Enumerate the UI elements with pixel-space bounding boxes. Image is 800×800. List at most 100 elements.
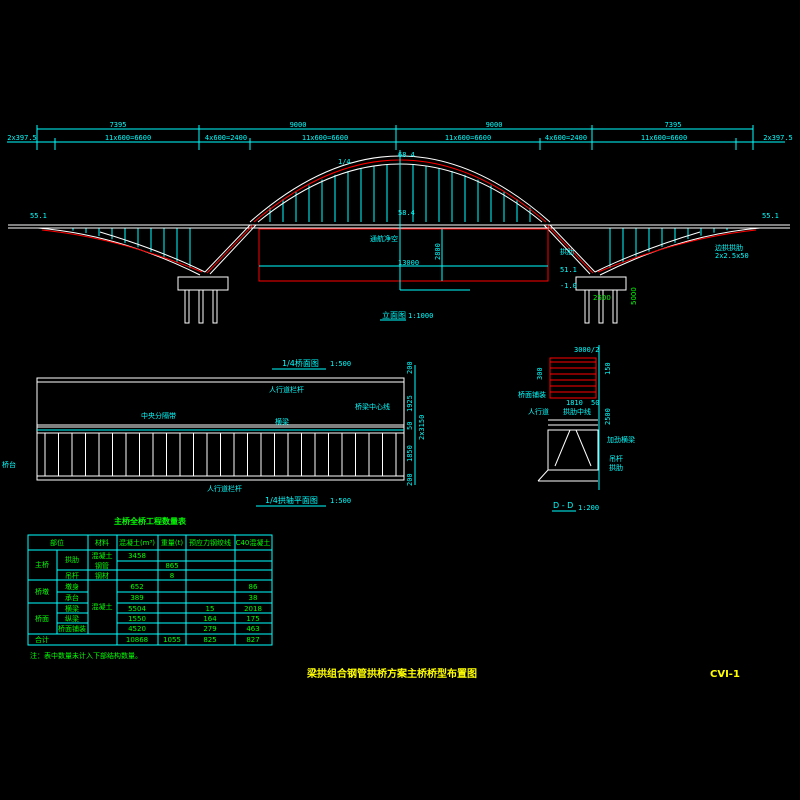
value-cell: 5504	[128, 605, 146, 613]
plan-bottom-title: 1/4拱轴平面图	[265, 495, 318, 505]
quantity-table: 主桥全桥工程数量表 部位 材料 混凝土(m³) 重量(t) 预应力钢绞线	[27, 516, 273, 660]
section-scale: 1:200	[578, 504, 599, 512]
sub-dim: 4x600=2400	[205, 134, 247, 142]
part-cell: 纵梁	[65, 614, 79, 623]
clear-width: 13000	[398, 259, 419, 267]
sub-dim: 2x397.5	[763, 134, 793, 142]
plan-dim: 1925	[406, 395, 414, 412]
section-label: 拱肋中线	[563, 407, 591, 416]
group-cell: 主桥	[35, 560, 49, 569]
elev-label: 58.4	[398, 209, 415, 217]
part-cell: 墩身	[65, 582, 79, 591]
sub-dim: 11x600=6600	[302, 134, 348, 142]
value-cell: 10868	[126, 636, 148, 644]
header-cell: 预应力钢绞线	[189, 538, 231, 547]
note: 通航净空	[370, 234, 398, 243]
plan-dim: 200	[406, 473, 414, 486]
plan-label: 人行道栏杆	[207, 484, 242, 493]
drawing-number: CVI-1	[710, 669, 740, 680]
part-cell: 吊杆	[65, 571, 79, 580]
value-cell: 463	[246, 625, 259, 633]
section-label: 3000/2	[574, 346, 599, 354]
elevation-scale: 1:1000	[408, 312, 433, 320]
elev-label: 55.1	[762, 212, 779, 220]
value-cell: 3458	[128, 552, 146, 560]
value-cell: 164	[203, 615, 217, 623]
clear-height: 2800	[434, 243, 442, 260]
section-label: 2500	[604, 408, 612, 425]
material-cell: 混凝土	[92, 551, 113, 560]
value-cell: 4520	[128, 625, 146, 633]
plan-label: 中央分隔带	[141, 411, 176, 420]
drawing-title: 梁拱组合钢管拱桥方案主桥桥型布置图	[306, 667, 477, 680]
span-dim: 7395	[110, 121, 127, 129]
elev-label: 51.1	[560, 266, 577, 274]
part-cell: 横梁	[65, 604, 79, 613]
section-label: 拱肋	[609, 463, 623, 472]
value-cell: 279	[203, 625, 216, 633]
value-cell: 86	[249, 583, 258, 591]
material-cell: 钢管	[95, 561, 109, 570]
plan-label: 横梁	[275, 417, 289, 426]
plan-dim: 200	[406, 361, 414, 374]
value-cell: 865	[165, 562, 178, 570]
value-cell: 1055	[163, 636, 181, 644]
value-cell: 38	[249, 594, 258, 602]
plan-scale: 1:500	[330, 497, 351, 505]
note: 2x2.5x50	[715, 252, 749, 260]
elev-label: 55.1	[30, 212, 47, 220]
table-header-row: 部位 材料 混凝土(m³) 重量(t) 预应力钢绞线 C40混凝土	[50, 538, 270, 547]
section-d-d: 3000/2 150 桥面铺装 人行道 1810 50 拱肋中线 加劲横梁 吊杆…	[518, 345, 635, 512]
span-dim: 9000	[290, 121, 307, 129]
plan-label: 桥梁中心线	[355, 402, 390, 411]
header-cell: 材料	[95, 538, 109, 547]
navigation-clearance-box	[258, 228, 549, 282]
part-cell: 承台	[65, 593, 79, 602]
header-cell: 混凝土(m³)	[119, 538, 155, 547]
material-cell: 钢材	[95, 571, 109, 580]
group-cell: 桥面	[35, 614, 49, 623]
pile-length-dim: 5000	[630, 287, 638, 305]
sub-dim: 11x600=6600	[105, 134, 151, 142]
sub-dim: 4x600=2400	[545, 134, 587, 142]
plan-dim: 50	[406, 422, 414, 430]
sub-dim: 11x600=6600	[445, 134, 491, 142]
group-cell: 桥墩	[35, 587, 49, 596]
half-plan: 1/4桥面图 1:500 1/4拱轴平面图 1:500 人行道栏杆 人行道栏杆 …	[2, 358, 426, 507]
plan-label: 人行道栏杆	[269, 385, 304, 394]
value-cell: 652	[130, 583, 143, 591]
bridge-elevation: 13000 2800 55.1 55.1 68.4 58.4 51.1 -1.0…	[8, 150, 790, 324]
elev-label: -1.0	[560, 282, 577, 290]
plan-dim: 2x3150	[418, 415, 426, 440]
value-cell: 8	[170, 572, 174, 580]
section-label: 1810	[566, 399, 583, 407]
elevation-title: 立面图	[382, 310, 406, 320]
section-label: 300	[536, 367, 544, 380]
header-cell: 重量(t)	[161, 539, 183, 547]
note: 边拱拱肋	[715, 243, 743, 252]
header-cell: C40混凝土	[236, 538, 271, 547]
elev-label: 68.4	[398, 151, 415, 159]
section-label: 桥面铺装	[518, 390, 546, 399]
section-label: 吊杆	[609, 454, 623, 463]
section-title: D - D	[553, 501, 573, 510]
section-label: 人行道	[528, 407, 549, 416]
section-label: 50	[591, 399, 599, 407]
header-cell: 部位	[50, 538, 64, 547]
pile-cap-dim: 2500	[593, 294, 611, 302]
note: 1/4	[338, 158, 351, 166]
span-dim: 7395	[665, 121, 682, 129]
value-cell: 2018	[244, 605, 262, 613]
note: 拱肋	[560, 247, 574, 256]
value-cell: 175	[246, 615, 259, 623]
plan-label: 桥台	[2, 460, 16, 469]
value-cell: 389	[130, 594, 143, 602]
section-label: 加劲横梁	[607, 435, 635, 444]
material-cell: 混凝土	[92, 602, 113, 611]
part-cell: 桥面铺装	[58, 624, 86, 633]
table-title: 主桥全桥工程数量表	[114, 516, 187, 526]
value-cell: 827	[246, 636, 259, 644]
plan-top-title: 1/4桥面图	[282, 358, 319, 368]
table-note: 注：表中数量未计入下部结构数量。	[30, 651, 142, 660]
